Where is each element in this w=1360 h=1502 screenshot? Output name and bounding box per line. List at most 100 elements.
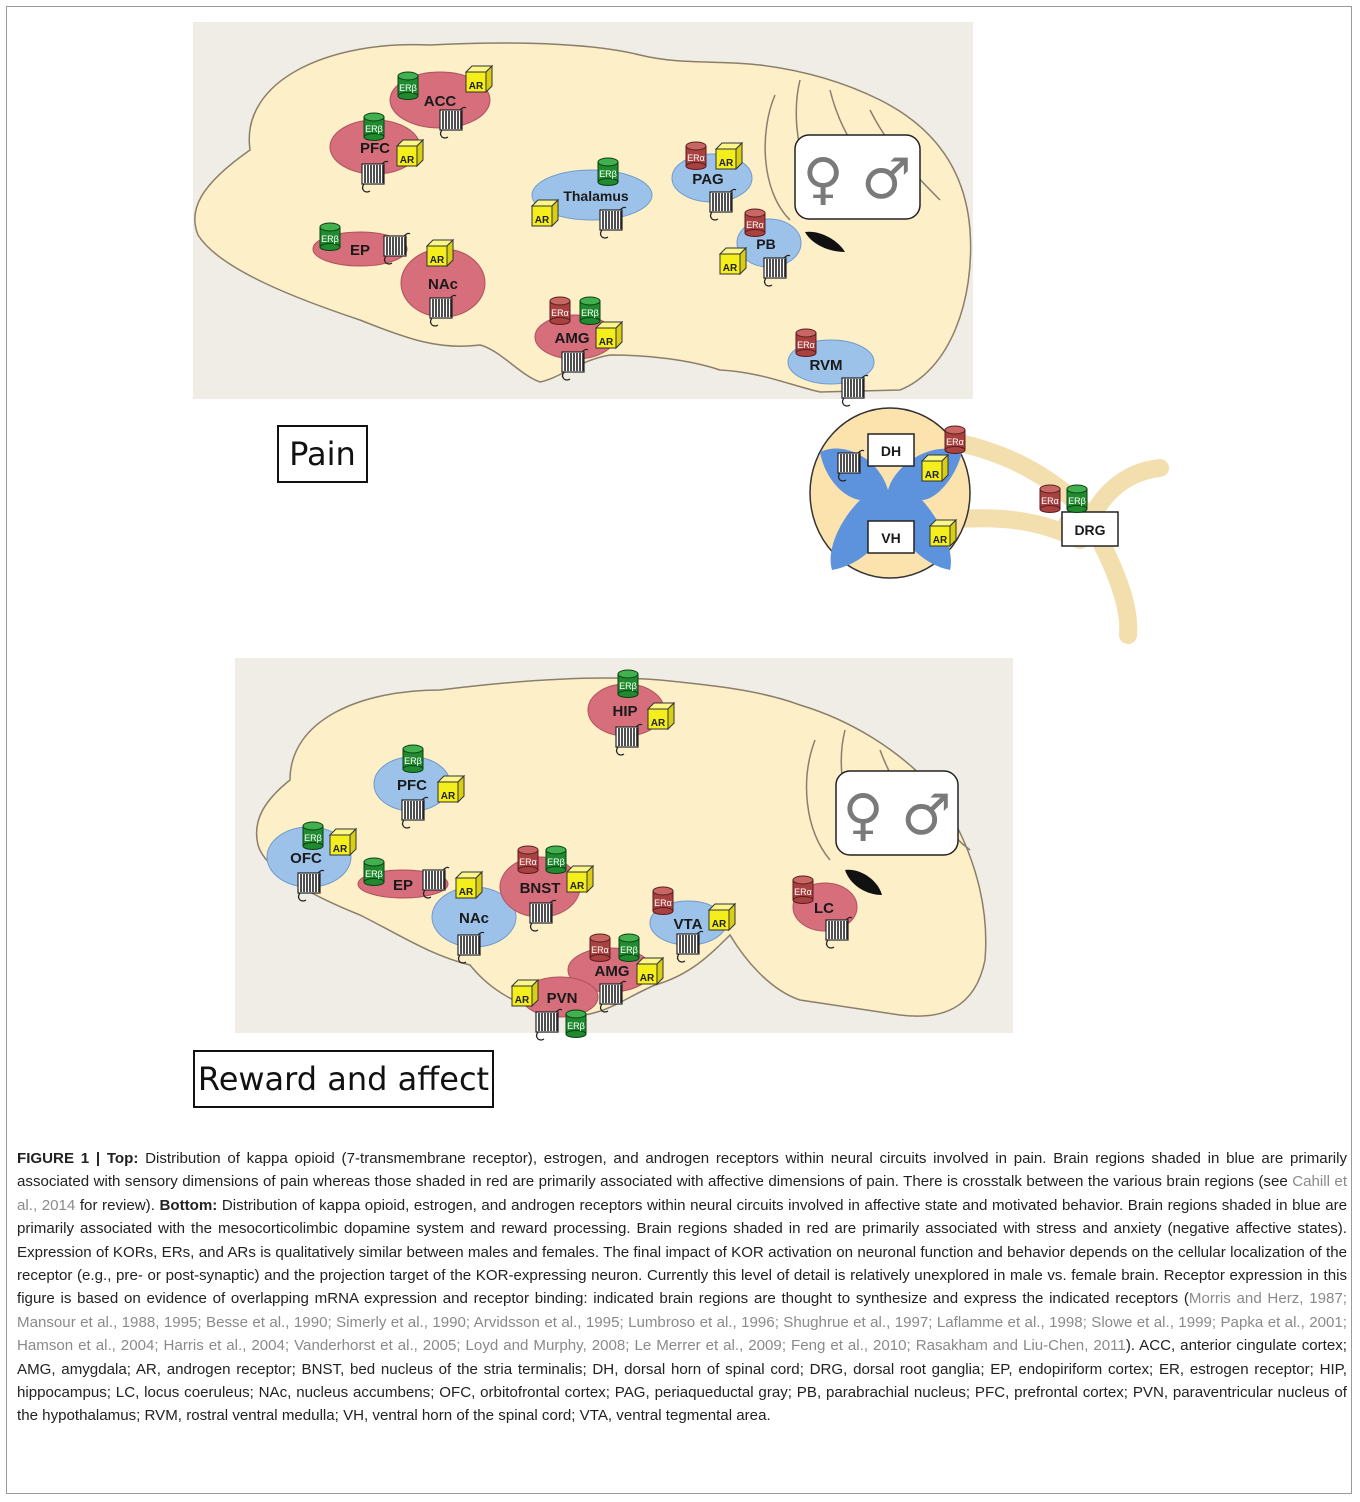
svg-text:ERβ: ERβ bbox=[620, 945, 638, 955]
svg-text:AR: AR bbox=[599, 337, 614, 348]
receptor-era-pb: ERα bbox=[744, 208, 766, 237]
box-drg bbox=[1061, 511, 1119, 547]
caption-text-2: for review). bbox=[75, 1196, 160, 1214]
receptor-era-vta: ERα bbox=[652, 886, 674, 915]
receptor-erb-pfc: ERβ bbox=[363, 112, 385, 141]
svg-text:ERα: ERα bbox=[797, 340, 815, 350]
svg-text:AR: AR bbox=[333, 844, 348, 855]
label-vh: VH bbox=[881, 530, 900, 546]
svg-text:AR: AR bbox=[515, 995, 530, 1006]
kor-rvm bbox=[841, 374, 869, 407]
receptor-ar-acc: AR bbox=[465, 65, 493, 93]
svg-text:ERα: ERα bbox=[946, 437, 964, 447]
box-vh bbox=[867, 520, 915, 554]
svg-text:AR: AR bbox=[723, 263, 738, 274]
receptor-erb-drg: ERβ bbox=[1066, 484, 1088, 513]
region-label-pfc: PFC bbox=[360, 140, 390, 157]
svg-text:ERα: ERα bbox=[591, 945, 609, 955]
receptor-era-drg: ERα bbox=[1039, 484, 1061, 513]
region-label-pfc-b: PFC bbox=[397, 777, 427, 794]
svg-text:ERβ: ERβ bbox=[404, 756, 422, 766]
receptor-ar-hip: AR bbox=[647, 702, 675, 730]
svg-text:ERβ: ERβ bbox=[567, 1021, 585, 1031]
region-thalamus bbox=[531, 169, 653, 221]
brainstem-dark bbox=[805, 231, 845, 252]
svg-text:ERα: ERα bbox=[687, 153, 705, 163]
caption-figure-number: FIGURE 1 | bbox=[17, 1150, 107, 1167]
svg-text:ERβ: ERβ bbox=[321, 234, 339, 244]
spinal-cord-section: DH VH DRG ERα AR AR ERα ERβ bbox=[809, 407, 1169, 644]
receptor-erb-amg: ERβ bbox=[579, 296, 601, 325]
receptor-erb-acc: ERβ bbox=[397, 71, 419, 100]
region-label-rvm: RVM bbox=[809, 357, 842, 374]
svg-text:AR: AR bbox=[459, 887, 474, 898]
receptor-ar-vta: AR bbox=[708, 903, 736, 931]
receptor-era-bnst: ERα bbox=[517, 845, 539, 874]
svg-text:AR: AR bbox=[430, 255, 445, 266]
figure-caption: FIGURE 1 | Top: Distribution of kappa op… bbox=[17, 1147, 1347, 1428]
svg-text:ERβ: ERβ bbox=[399, 83, 417, 93]
panel-label-reward: Reward and affect bbox=[193, 1050, 494, 1108]
brainstem-dark-bottom bbox=[845, 869, 882, 895]
svg-text:AR: AR bbox=[535, 215, 550, 226]
receptor-era-pag: ERα bbox=[685, 141, 707, 170]
receptor-ar-thalamus: AR bbox=[531, 199, 559, 227]
receptor-erb-pfc-b: ERβ bbox=[402, 744, 424, 773]
receptor-ar-nac: AR bbox=[426, 239, 454, 267]
region-label-lc: LC bbox=[814, 900, 834, 917]
receptor-erb-ep-b: ERβ bbox=[363, 857, 385, 886]
svg-text:AR: AR bbox=[651, 718, 666, 729]
svg-text:AR: AR bbox=[712, 919, 727, 930]
receptor-era-rvm: ERα bbox=[795, 328, 817, 357]
sex-symbols-box-bottom bbox=[835, 770, 959, 856]
svg-text:ERα: ERα bbox=[519, 857, 537, 867]
region-label-hip: HIP bbox=[612, 703, 637, 720]
region-label-nac: NAc bbox=[428, 276, 458, 293]
region-label-vta: VTA bbox=[674, 916, 703, 933]
spinal-root bbox=[936, 431, 1169, 644]
svg-text:AR: AR bbox=[469, 81, 484, 92]
svg-text:ERβ: ERβ bbox=[365, 869, 383, 879]
receptor-ar-ofc: AR bbox=[329, 828, 357, 856]
receptor-ar-pb: AR bbox=[719, 247, 747, 275]
svg-text:AR: AR bbox=[400, 155, 415, 166]
receptor-ar-amg: AR bbox=[595, 321, 623, 349]
svg-text:ERα: ERα bbox=[551, 308, 569, 318]
receptor-erb-bnst: ERβ bbox=[545, 845, 567, 874]
caption-text-1: Distribution of kappa opioid (7-transmem… bbox=[17, 1150, 1347, 1191]
svg-text:AR: AR bbox=[925, 470, 940, 481]
region-label-pb: PB bbox=[756, 236, 775, 252]
svg-text:AR: AR bbox=[570, 881, 585, 892]
caption-text-4: ). ACC, anterior cingulate cortex; AMG, … bbox=[17, 1337, 1347, 1425]
caption-top-label: Top: bbox=[106, 1150, 139, 1167]
reward-panel: HIP PFC OFC EP NAc BNST VTA LC AMG PVN E… bbox=[235, 658, 1013, 1041]
region-label-bnst: BNST bbox=[520, 880, 561, 897]
region-label-acc: ACC bbox=[424, 93, 457, 110]
svg-text:ERβ: ERβ bbox=[547, 857, 565, 867]
receptor-erb-pvn: ERβ bbox=[565, 1009, 587, 1038]
region-label-pag: PAG bbox=[692, 171, 723, 188]
svg-text:ERα: ERα bbox=[654, 898, 672, 908]
label-drg: DRG bbox=[1074, 522, 1105, 538]
svg-text:AR: AR bbox=[933, 535, 948, 546]
receptor-ar-bnst: AR bbox=[566, 865, 594, 893]
receptor-era-amg: ERα bbox=[549, 296, 571, 325]
caption-citations-2[interactable]: Morris and Herz, 1987; Mansour et al., 1… bbox=[17, 1290, 1347, 1355]
region-label-amg-b: AMG bbox=[595, 963, 630, 980]
receptor-ar-nac-b: AR bbox=[455, 871, 483, 899]
receptor-ar-dh: AR bbox=[921, 454, 949, 482]
receptor-era-amg-b: ERα bbox=[589, 933, 611, 962]
sex-symbols: ♀ ♂ bbox=[802, 147, 911, 212]
receptor-ar-pfc: AR bbox=[396, 139, 424, 167]
caption-bottom-label: Bottom: bbox=[159, 1196, 218, 1214]
kor-pvn bbox=[535, 1008, 563, 1041]
label-dh: DH bbox=[881, 443, 901, 459]
receptor-erb-amg-b: ERβ bbox=[618, 933, 640, 962]
receptor-era-lc: ERα bbox=[792, 875, 814, 904]
region-label-amg: AMG bbox=[555, 330, 590, 347]
receptor-ar-vh: AR bbox=[929, 519, 957, 547]
svg-text:AR: AR bbox=[640, 973, 655, 984]
box-dh bbox=[867, 433, 915, 467]
caption-citation-1[interactable]: Cahill et al., 2014 bbox=[17, 1173, 1348, 1214]
region-label-nac-b: NAc bbox=[459, 910, 489, 927]
